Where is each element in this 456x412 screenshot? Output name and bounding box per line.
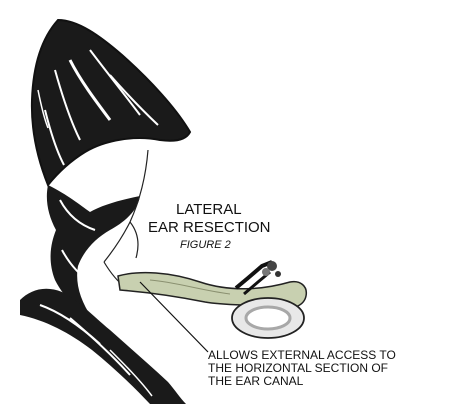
figure-label: FIGURE 2	[180, 239, 231, 251]
ear-pinna	[32, 20, 190, 185]
ear-canal	[118, 261, 306, 338]
callout-line: THE EAR CANAL	[208, 375, 396, 388]
title-line-2: EAR RESECTION	[148, 219, 271, 236]
title-line-1: LATERAL	[176, 201, 242, 218]
callout-text: ALLOWS EXTERNAL ACCESS TO THE HORIZONTAL…	[208, 349, 396, 388]
